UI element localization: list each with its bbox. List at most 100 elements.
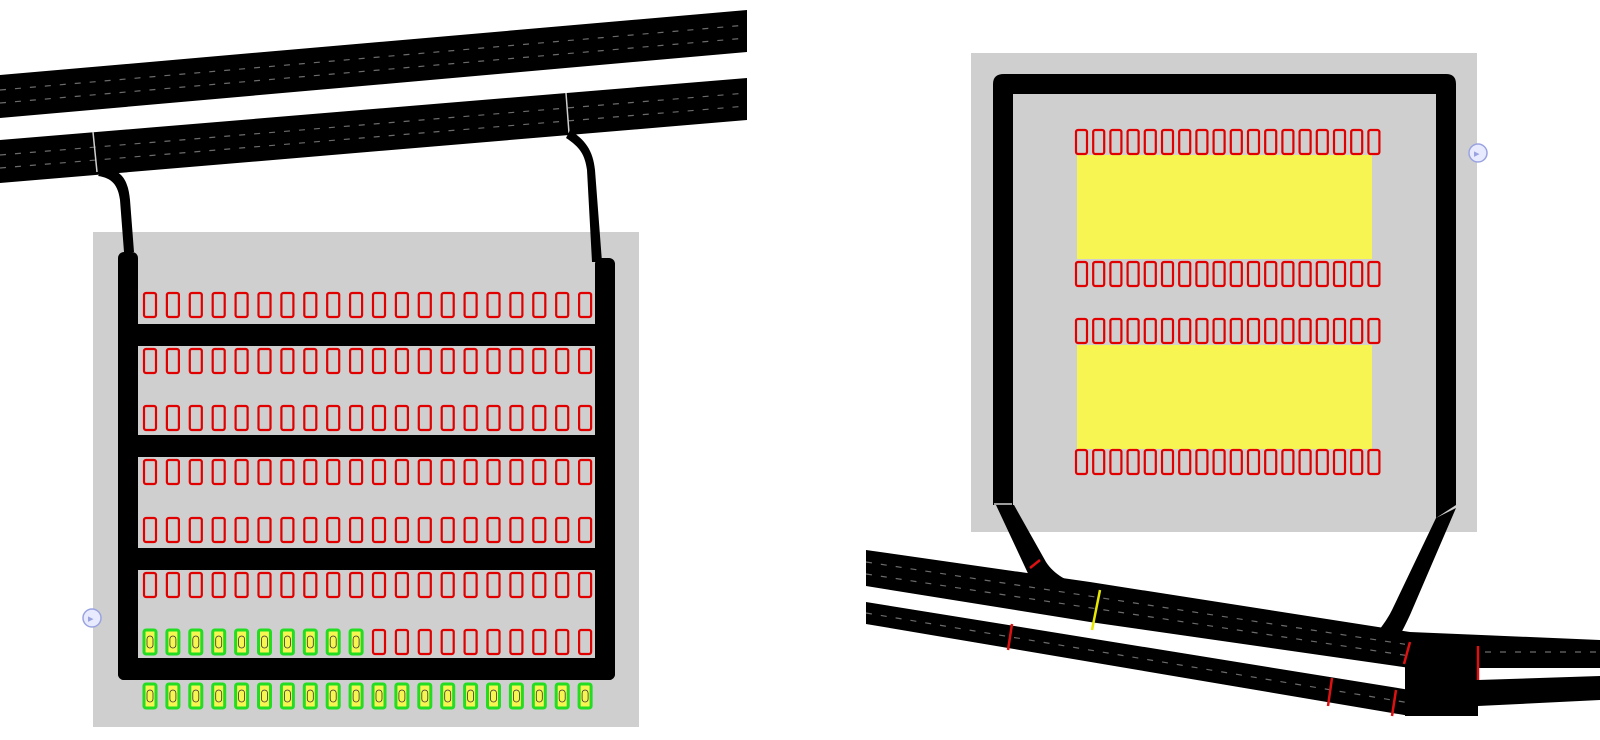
parking-slot-free[interactable] [394,291,409,319]
parking-slot-free[interactable] [555,628,570,656]
parking-slot-free[interactable] [394,628,409,656]
parking-slot-free[interactable] [188,458,203,486]
parking-slot-free[interactable] [280,571,295,599]
parking-slot-free[interactable] [1350,260,1364,288]
parking-slot-free[interactable] [1332,260,1347,288]
parking-slot-free[interactable] [142,458,158,486]
parking-slot-free[interactable] [371,516,387,544]
parking-slot-free[interactable] [1178,317,1192,345]
parking-slot-free[interactable] [1074,448,1089,476]
parking-slot-free[interactable] [371,291,387,319]
parking-slot-free[interactable] [326,291,341,319]
parking-slot-free[interactable] [1126,448,1140,476]
parking-slot-free[interactable] [371,628,387,656]
parking-slot-free[interactable] [188,347,203,375]
parking-slot-free[interactable] [1126,128,1140,156]
parking-slot-free[interactable] [349,291,364,319]
parking-slot-free[interactable] [463,404,478,432]
parking-slot-free[interactable] [1074,260,1089,288]
parking-slot-free[interactable] [234,291,249,319]
parking-slot-free[interactable] [303,458,318,486]
parking-slot-free[interactable] [1298,260,1312,288]
parking-slot-free[interactable] [509,571,524,599]
parking-slot-free[interactable] [1195,317,1209,345]
parking-slot-free[interactable] [577,291,593,319]
parking-slot-free[interactable] [577,458,593,486]
parking-slot-free[interactable] [1281,260,1295,288]
parking-slot-free[interactable] [1350,128,1364,156]
parking-slot-free[interactable] [394,347,409,375]
parking-slot-free[interactable] [463,291,478,319]
parking-slot-free[interactable] [1195,448,1209,476]
parking-slot-free[interactable] [142,291,158,319]
parking-slot-free[interactable] [1143,260,1157,288]
parking-slot-free[interactable] [509,628,524,656]
parking-slot-free[interactable] [326,404,341,432]
parking-slot-free[interactable] [417,571,432,599]
parking-slot-free[interactable] [509,404,524,432]
parking-slot-free[interactable] [1212,317,1226,345]
parking-slot-free[interactable] [142,516,158,544]
parking-slot-free[interactable] [1281,128,1295,156]
parking-slot-free[interactable] [555,458,570,486]
parking-slot-free[interactable] [1332,317,1347,345]
parking-slot-free[interactable] [1109,448,1123,476]
parking-slot-free[interactable] [1350,448,1364,476]
parking-slot-free[interactable] [188,404,203,432]
parking-slot-free[interactable] [211,458,226,486]
parking-slot-free[interactable] [1160,317,1175,345]
parking-slot-free[interactable] [349,404,364,432]
parking-slot-free[interactable] [1350,317,1364,345]
parking-slot-free[interactable] [1178,448,1192,476]
parking-slot-free[interactable] [532,628,547,656]
parking-slot-free[interactable] [1229,128,1243,156]
parking-slot-free[interactable] [463,571,478,599]
parking-slot-free[interactable] [1074,317,1089,345]
parking-slot-free[interactable] [326,516,341,544]
parking-slot-free[interactable] [509,347,524,375]
parking-slot-free[interactable] [1160,128,1175,156]
parking-slot-free[interactable] [165,404,180,432]
parking-slot-free[interactable] [486,347,501,375]
parking-slot-free[interactable] [440,291,455,319]
parking-slot-free[interactable] [1178,260,1192,288]
parking-slot-free[interactable] [371,347,387,375]
parking-slot-free[interactable] [1212,128,1226,156]
parking-slot-free[interactable] [1315,260,1329,288]
parking-slot-free[interactable] [1332,128,1347,156]
parking-slot-free[interactable] [188,516,203,544]
parking-slot-free[interactable] [211,347,226,375]
parking-slot-free[interactable] [532,404,547,432]
parking-slot-free[interactable] [486,291,501,319]
parking-slot-free[interactable] [280,458,295,486]
parking-slot-free[interactable] [257,516,272,544]
parking-marker-icon[interactable] [82,608,102,628]
parking-slot-free[interactable] [417,291,432,319]
parking-slot-free[interactable] [1315,448,1329,476]
parking-slot-free[interactable] [1160,260,1175,288]
parking-slot-free[interactable] [142,571,158,599]
parking-slot-free[interactable] [555,404,570,432]
parking-slot-free[interactable] [1178,128,1192,156]
parking-slot-free[interactable] [440,458,455,486]
parking-slot-free[interactable] [371,458,387,486]
parking-slot-free[interactable] [1109,128,1123,156]
parking-slot-free[interactable] [1126,317,1140,345]
parking-slot-free[interactable] [532,458,547,486]
parking-slot-free[interactable] [394,516,409,544]
parking-slot-free[interactable] [577,347,593,375]
parking-slot-free[interactable] [532,516,547,544]
parking-slot-free[interactable] [532,347,547,375]
parking-slot-free[interactable] [280,404,295,432]
parking-slot-free[interactable] [1092,260,1106,288]
parking-slot-free[interactable] [509,516,524,544]
parking-slot-free[interactable] [417,347,432,375]
parking-slot-free[interactable] [280,291,295,319]
parking-slot-free[interactable] [1212,260,1226,288]
parking-slot-free[interactable] [555,571,570,599]
parking-slot-free[interactable] [165,516,180,544]
parking-slot-free[interactable] [394,571,409,599]
parking-slot-free[interactable] [1281,317,1295,345]
parking-slot-free[interactable] [486,404,501,432]
parking-slot-free[interactable] [257,347,272,375]
